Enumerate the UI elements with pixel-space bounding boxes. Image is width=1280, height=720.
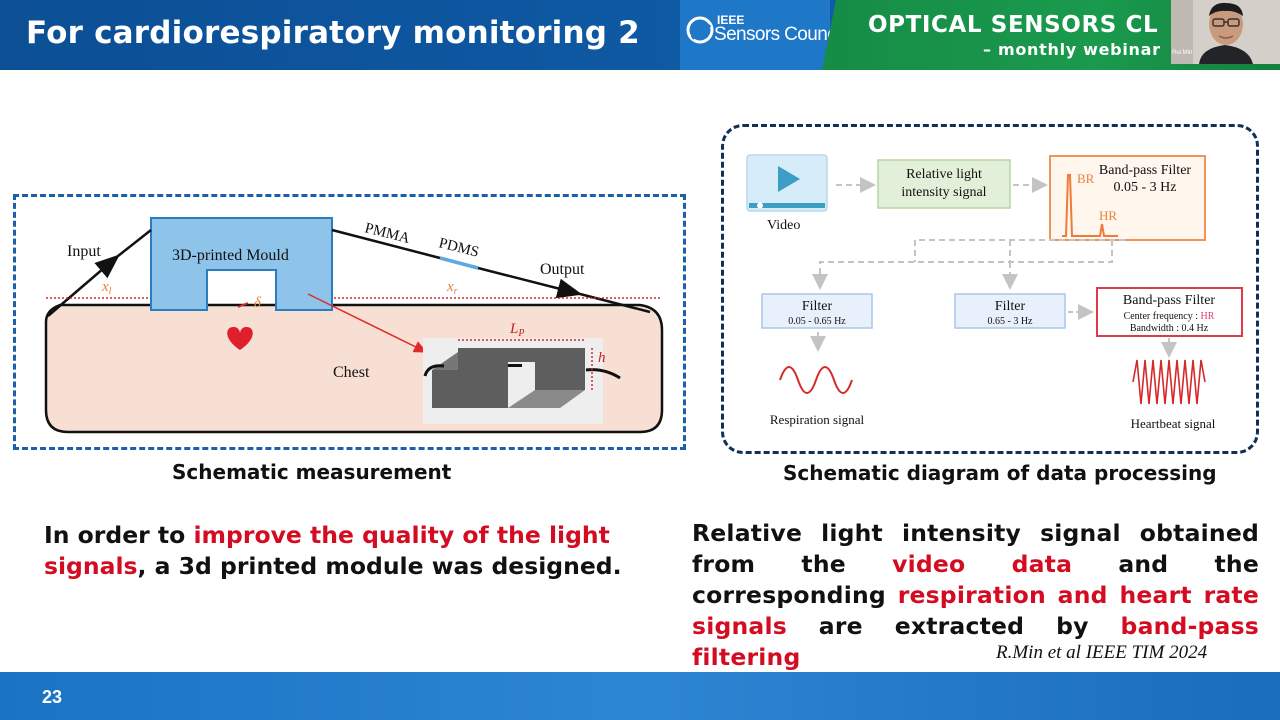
filter-left-title: Filter [802, 299, 833, 314]
left-text-highlight: improve the quality of the light signals [44, 521, 610, 580]
heartbeat-waveform [1132, 359, 1206, 405]
delta-label: δ [254, 295, 262, 311]
right-description: Relative light intensity signal obtained… [692, 518, 1259, 673]
bandpass-top-title: Band-pass Filter [1099, 163, 1191, 178]
lp-subscript: P [517, 328, 524, 339]
right-text-part1: Relative light intensity signal obtained… [692, 519, 1259, 578]
sensors-council-wordmark: Sensors Council [714, 24, 844, 45]
video-play-icon [746, 154, 828, 212]
output-label: Output [540, 261, 585, 278]
bandpass-right-bandwidth: Bandwidth : 0.4 Hz [1130, 323, 1209, 334]
reference-citation: R.Min et al IEEE TIM 2024 [996, 642, 1208, 663]
h-label: h [598, 350, 606, 366]
filter-mid-range: 0.65 - 3 Hz [988, 316, 1034, 327]
banner-title: OPTICAL SENSORS CL [868, 12, 1159, 38]
relative-signal-line2: intensity signal [901, 185, 986, 200]
heart-icon [227, 326, 253, 350]
right-text-highlight2: respiration and heart rate signals [692, 581, 1259, 640]
xl-subscript: l [109, 286, 112, 297]
banner-subtitle: – monthly webinar [983, 40, 1161, 59]
left-text-part2: , a 3d printed module was designed. [137, 552, 622, 580]
participant-video[interactable] [1171, 0, 1280, 64]
pmma-label: PMMA [363, 220, 412, 247]
xr-subscript: r [454, 286, 458, 297]
svg-text:xr: xr [446, 279, 458, 297]
ieee-sensors-logo: IEEE Sensors Council [680, 0, 844, 70]
xr-label: x [446, 279, 454, 295]
slide-footer [0, 672, 1280, 720]
printed-mould [150, 217, 333, 311]
measurement-figure-frame [13, 194, 686, 450]
filter-left-range: 0.05 - 0.65 Hz [788, 316, 846, 327]
ieee-wordmark: IEEE [717, 13, 745, 27]
slide-title: For cardiorespiratory monitoring 2 [26, 15, 640, 51]
mould-label: 3D-printed Mould [172, 247, 289, 264]
bandpass-top-range: 0.05 - 3 Hz [1114, 180, 1177, 195]
right-text-highlight3: band-pass filtering [692, 612, 1259, 671]
bandpass-right-title: Band-pass Filter [1123, 293, 1215, 308]
right-text-part2: and the corresponding [692, 550, 1260, 609]
left-text-part1: In order to [44, 521, 194, 549]
ieee-swirl-icon [686, 16, 714, 44]
bandpass-right-center-value: HR [1201, 311, 1215, 322]
pdms-label: PDMS [437, 235, 481, 260]
video-label: Video [767, 218, 800, 233]
measurement-caption: Schematic measurement [172, 460, 452, 484]
respiration-label: Respiration signal [770, 412, 865, 427]
presenter-avatar [1171, 0, 1280, 64]
heartbeat-label: Heartbeat signal [1131, 416, 1216, 431]
lp-label: L [509, 321, 518, 337]
processing-caption: Schematic diagram of data processing [783, 461, 1217, 485]
bandpass-right-center-prefix: Center frequency : [1124, 311, 1201, 322]
processing-figure-frame [721, 124, 1259, 454]
relative-signal-line1: Relative light [906, 167, 982, 182]
participant-name: Rui Min [1172, 50, 1193, 56]
svg-text:xl: xl [101, 279, 112, 297]
right-text-highlight1: video data [892, 550, 1073, 578]
right-text-part3: are extracted by [786, 612, 1121, 640]
filter-mid-title: Filter [995, 299, 1026, 314]
xl-label: x [101, 279, 109, 295]
svg-text:Center frequency : HR: Center frequency : HR [1124, 311, 1215, 322]
left-description: In order to improve the quality of the l… [44, 520, 634, 582]
svg-text:LP: LP [509, 321, 524, 339]
page-number: 23 [42, 687, 63, 707]
measurement-schematic: Input Output 3D-printed Mould PMMA PDMS … [44, 217, 664, 434]
respiration-waveform [779, 366, 853, 394]
br-peak-label: BR [1077, 171, 1095, 186]
input-label: Input [67, 243, 101, 260]
processing-diagram: Video Relative light intensity signal Ba… [746, 154, 1243, 431]
hr-peak-label: HR [1099, 208, 1117, 223]
chest-label: Chest [333, 364, 370, 381]
